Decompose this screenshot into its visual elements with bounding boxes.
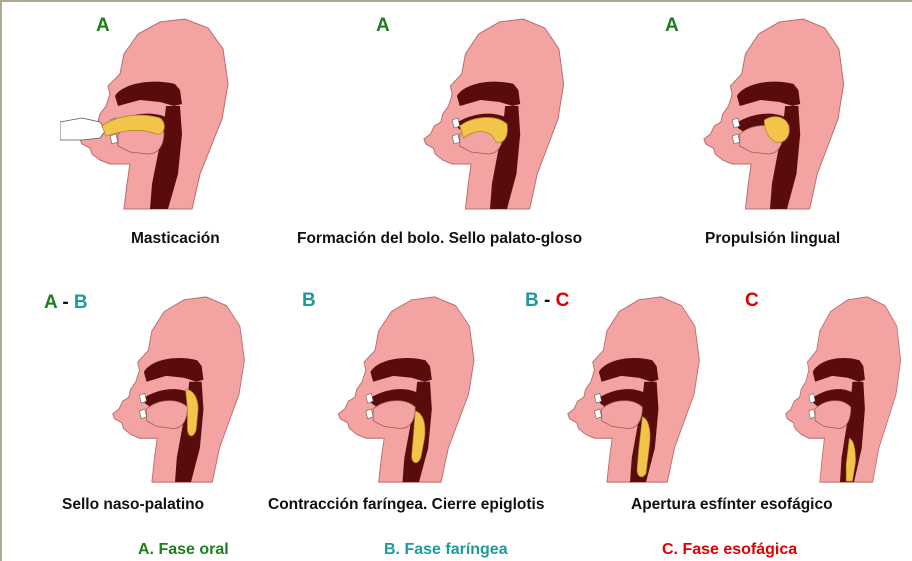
head-cross-section-illustration: [550, 292, 710, 487]
stage-tag-separator: -: [62, 292, 68, 313]
stage-tag-panel-4: A - B: [44, 292, 88, 314]
panel-masticacion: [60, 14, 240, 214]
caption-contraccion-faringea: Contracción faríngea. Cierre epiglotis: [268, 496, 544, 514]
stage-tag-panel-7: C: [745, 290, 759, 312]
frame-top-border: [0, 0, 912, 2]
panel-propulsion-lingual: [685, 14, 855, 214]
tongue: [815, 401, 851, 429]
stage-tag-a: A: [96, 15, 110, 36]
head-cross-section-illustration: [320, 292, 485, 487]
stage-tag-panel-5: B: [302, 290, 316, 312]
panel-apertura-esfinter-1: [550, 292, 710, 487]
head-cross-section-illustration: [95, 292, 255, 487]
stage-tag-panel-2: A: [376, 15, 390, 37]
stage-tag-b: B: [302, 290, 316, 311]
stage-tag-c: C: [745, 290, 759, 311]
stage-tag-b: B: [74, 292, 88, 313]
frame-left-border: [0, 0, 2, 561]
stage-tag-b: B: [525, 290, 539, 311]
stage-tag-panel-1: A: [96, 15, 110, 37]
caption-apertura-esfinter: Apertura esfínter esofágico: [631, 496, 833, 514]
legend-fase-oral: A. Fase oral: [138, 541, 229, 559]
panel-sello-naso-palatino: [95, 292, 255, 487]
tongue: [602, 401, 643, 429]
legend-fase-esofagica: C. Fase esofágica: [662, 541, 797, 559]
head-cross-section-illustration: [60, 14, 240, 214]
caption-propulsion-lingual: Propulsión lingual: [705, 230, 840, 248]
stage-tag-c: C: [556, 290, 570, 311]
caption-sello-naso-palatino: Sello naso-palatino: [62, 496, 204, 514]
panel-contraccion-faringea: [320, 292, 485, 487]
stage-tag-a: A: [665, 15, 679, 36]
panel-formacion-bolo: [405, 14, 575, 214]
stage-tag-a: A: [376, 15, 390, 36]
stage-tag-panel-6: B - C: [525, 290, 569, 312]
head-cross-section-illustration: [405, 14, 575, 214]
caption-formacion-bolo: Formación del bolo. Sello palato-gloso: [297, 230, 582, 248]
stage-tag-panel-3: A: [665, 15, 679, 37]
head-cross-section-illustration: [685, 14, 855, 214]
caption-masticacion: Masticación: [131, 230, 220, 248]
stage-tag-separator: -: [544, 290, 550, 311]
tongue: [147, 401, 188, 429]
tongue: [373, 401, 415, 429]
stage-tag-a: A: [44, 292, 57, 313]
head-cross-section-illustration: [770, 292, 910, 487]
legend-fase-faringea: B. Fase faríngea: [384, 541, 508, 559]
panel-apertura-esfinter-2: [770, 292, 910, 487]
